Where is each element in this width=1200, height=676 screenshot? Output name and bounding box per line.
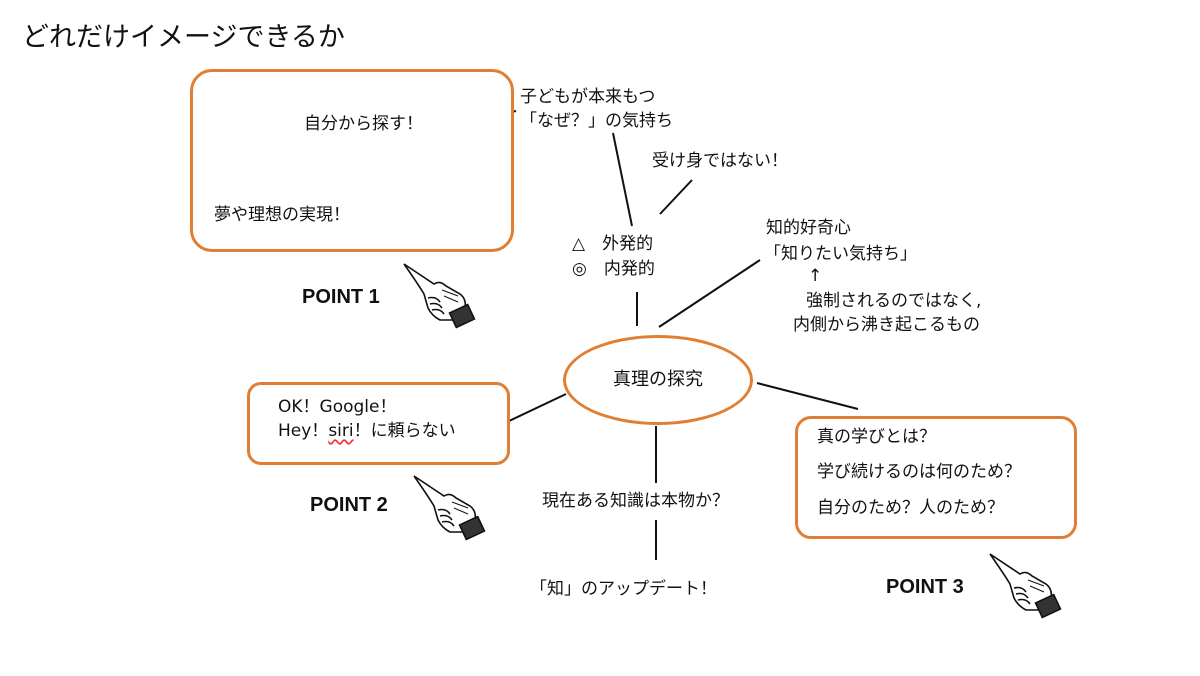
box2-no-rely: ！に頼らない: [353, 421, 456, 441]
point3-label: POINT 3: [886, 576, 964, 598]
pointing-hand-icon: [413, 475, 486, 541]
point3-box: [795, 416, 1077, 539]
box3-true-learning: 真の学びとは？: [817, 427, 936, 447]
pointing-hand-icon: [403, 263, 476, 329]
line-passive: [659, 179, 693, 215]
line-center-box2: [506, 393, 567, 423]
curiosity-arrow: ↑: [808, 266, 823, 286]
knowledge-update: 「知」のアップデート！: [530, 579, 717, 599]
box2-siri: siri: [328, 421, 354, 441]
curiosity-heading: 知的好奇心: [766, 218, 851, 238]
box2-hey: Hey！: [278, 421, 329, 441]
line-center-box3: [756, 382, 859, 410]
motivation-intrinsic: ◎ 内発的: [572, 259, 655, 279]
box3-why-continue: 学び続けるのは何のため？: [817, 462, 1021, 482]
pointing-hand-icon: [989, 553, 1062, 619]
box1-self-search: 自分から探す！: [304, 114, 423, 134]
line-curiosity-center: [658, 259, 761, 328]
note-child-curiosity-2: 「なぜ？」の気持ち: [520, 111, 673, 131]
box2-hey-siri: Hey！siri！に頼らない: [278, 420, 456, 443]
page-title: どれだけイメージできるか: [22, 22, 345, 53]
line-note-down: [612, 132, 633, 227]
note-child-curiosity-1: 子どもが本来もつ: [520, 87, 656, 107]
real-knowledge-question: 現在ある知識は本物か？: [542, 491, 729, 511]
box1-dream: 夢や理想の実現！: [214, 205, 350, 225]
box2-ok-google: OK！Google！: [278, 397, 397, 417]
passive-note: 受け身ではない！: [652, 151, 788, 171]
curiosity-not-forced: 強制されるのではなく,: [806, 291, 982, 311]
center-node: 真理の探究: [563, 335, 753, 425]
motivation-extrinsic: △ 外発的: [572, 234, 654, 254]
box3-for-whom: 自分のため？人のため？: [817, 498, 1004, 518]
center-label: 真理の探究: [613, 368, 703, 390]
point1-box: [190, 69, 514, 252]
point2-label: POINT 2: [310, 494, 388, 516]
curiosity-from-within: 内側から沸き起こるもの: [793, 315, 980, 335]
curiosity-quote: 「知りたい気持ち」: [764, 244, 917, 264]
point1-label: POINT 1: [302, 286, 380, 308]
point2-box: [247, 382, 510, 465]
